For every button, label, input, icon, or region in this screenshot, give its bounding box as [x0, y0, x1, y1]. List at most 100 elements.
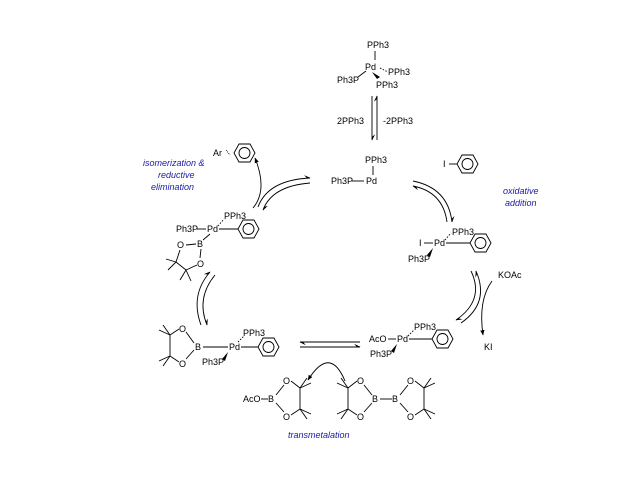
- boryl-o2-b-bond: [185, 349, 195, 360]
- b2pin2-o4-c-bond: [414, 408, 425, 416]
- b2pin2-b-o4-bond: [399, 402, 409, 413]
- pd4-right-bond: [379, 67, 389, 73]
- iso-b-o2-bond: [199, 248, 202, 259]
- plus-2pph3-label: 2PPh3: [337, 116, 364, 126]
- acob-me3: [299, 408, 312, 415]
- acetate-wedge-bond: [391, 344, 397, 353]
- oa-iodo-label: I: [419, 238, 422, 248]
- iso-left-ligand-label: Ph3P: [176, 224, 198, 234]
- product-phenyl-aromatic-circle: [238, 147, 251, 159]
- boryl-c-o1-bond: [169, 328, 180, 336]
- b2pin2-o1-b-bond: [363, 384, 373, 396]
- pd4-left-ligand-label: Ph3P: [337, 75, 359, 85]
- pd-tetrakis-complex: PPh3 Pd PPh3 Ph3P PPh3: [337, 40, 410, 90]
- boryl-top-bond: [237, 335, 245, 343]
- oa-phenyl-ring: [469, 233, 492, 253]
- iodo-label: I: [443, 159, 446, 169]
- pd4-left-bond: [357, 70, 367, 78]
- oa-phenyl-aromatic-circle: [474, 237, 487, 249]
- boryl-me3: [158, 355, 171, 362]
- oxidative-addition-label: oxidative addition: [503, 186, 539, 208]
- b2pin2-me7: [423, 408, 436, 415]
- iso-pd-b-bond: [202, 233, 211, 241]
- transmetalation-curved-arrow: [307, 362, 346, 382]
- boryl-c-o2-bond: [169, 355, 180, 363]
- pd4-wedge-bond: [372, 72, 380, 79]
- iso-me4: [185, 269, 192, 282]
- acetate-metal-label: Pd: [397, 334, 408, 344]
- iso-phenyl-aromatic-circle: [242, 223, 255, 235]
- b2pin2-b1-label: B: [372, 394, 378, 404]
- iso-arrow-up: [196, 271, 211, 326]
- oxidative-arrow-back: [412, 185, 448, 223]
- acetate-aco-label: AcO: [369, 334, 387, 344]
- isomerization-equilibrium: [196, 271, 216, 326]
- boryl-o1-label: O: [179, 324, 186, 334]
- cis-boryl-pd-complex: Ph3P Pd PPh3 B O O: [165, 211, 260, 282]
- pd4-right-ligand-label: PPh3: [388, 67, 410, 77]
- acob-me4: [299, 408, 308, 420]
- oa-top-ligand-label: PPh3: [452, 227, 474, 237]
- iso-phenyl-ring: [237, 219, 260, 239]
- b2pin2-me8: [423, 408, 432, 420]
- regen-arrow-back: [262, 182, 311, 211]
- product-ar-bond: [225, 149, 231, 156]
- b2pin2-c-o2-bond: [347, 408, 358, 416]
- iso-o2-label: O: [197, 259, 204, 269]
- iso-label-line2: reductive: [158, 170, 195, 180]
- iso-b-o1-bond: [185, 243, 197, 246]
- pd-bis-complex: PPh3 Ph3P Pd: [331, 155, 387, 186]
- acetate-pd-complex: AcO Pd PPh3 Ph3P: [369, 322, 454, 359]
- product-ar-label: Ar: [213, 148, 222, 158]
- reductive-elimination-arrow: [252, 157, 262, 209]
- b2pin2-me1: [336, 382, 349, 389]
- iodobenzene-ring: [456, 154, 479, 174]
- acob-o1-label: O: [283, 376, 290, 386]
- acetate-bottom-ligand-label: Ph3P: [370, 349, 392, 359]
- iso-label-line3: elimination: [151, 182, 194, 192]
- regen-arrow-forward: [257, 175, 311, 208]
- boryl-phenyl-ring: [257, 337, 280, 357]
- acob-b-o2-bond: [275, 402, 285, 413]
- regeneration-equilibrium: [257, 175, 311, 211]
- acetate-top-bond: [407, 329, 415, 337]
- b2pin2-me2: [340, 377, 349, 389]
- isomerization-label: isomerization & reductive elimination: [143, 158, 205, 192]
- acob-me1: [299, 382, 312, 389]
- acob-me2: [299, 377, 308, 389]
- koac-label: KOAc: [498, 270, 522, 280]
- product-phenyl-ring: [233, 143, 256, 163]
- ki-release-arrow: [480, 280, 493, 336]
- oxidative-label-line1: oxidative: [503, 186, 539, 196]
- oxidative-addition-arrows: [412, 180, 455, 223]
- acob-b-label: B: [268, 394, 274, 404]
- boryl-top-ligand-label: PPh3: [243, 328, 265, 338]
- iso-top-ligand-label: PPh3: [224, 211, 246, 221]
- oxidative-addition-complex: PPh3 I Pd Ph3P: [408, 227, 492, 264]
- boryl-o1-b-bond: [185, 331, 195, 344]
- ligand-exchange-step: KOAc KI: [455, 270, 522, 352]
- aryl-boronate-product: Ar: [213, 143, 256, 163]
- boryl-me2: [162, 324, 171, 336]
- pd2-metal-label: Pd: [366, 176, 377, 186]
- acob-b-o1-bond: [275, 384, 285, 396]
- b2pin2-o1-label: O: [357, 376, 364, 386]
- oa-top-bond: [444, 232, 452, 241]
- acetoxy-bpin: AcO B O O: [243, 376, 312, 422]
- b2pin2-b2-label: B: [392, 394, 398, 404]
- iso-b-label: B: [197, 239, 203, 249]
- boryl-bottom-ligand-label: Ph3P: [202, 357, 224, 367]
- pd4-bottom-ligand-label: PPh3: [376, 80, 398, 90]
- boryl-pd-complex: O O B Pd PPh3 Ph3P: [158, 324, 280, 369]
- ki-label: KI: [484, 342, 493, 352]
- b2pin2-me6: [423, 377, 432, 389]
- iso-o2-c-bond: [185, 264, 198, 271]
- boryl-metal-label: Pd: [229, 342, 240, 352]
- boryl-wedge-bond: [222, 352, 228, 361]
- exchange-arrow-back: [460, 270, 482, 324]
- b2pin2-o3-c-bond: [414, 380, 425, 389]
- minus-2pph3-label: -2PPh3: [383, 116, 413, 126]
- acob-aco-label: AcO: [243, 394, 261, 404]
